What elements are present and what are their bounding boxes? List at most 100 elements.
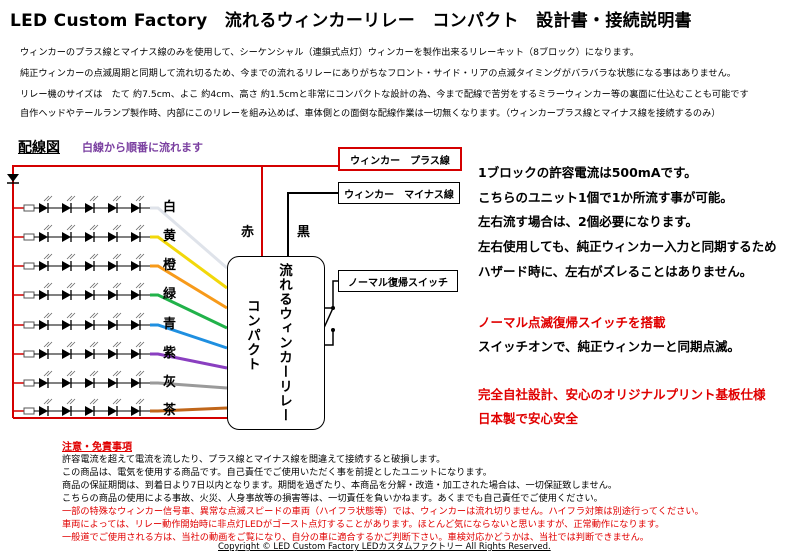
- switch-contact: [331, 306, 335, 310]
- spec-line: こちらのユニット1個で1か所流す事が可能。: [478, 190, 733, 205]
- wire-color-label: 灰: [163, 375, 177, 390]
- led-light-ray: [92, 282, 99, 289]
- led-light-ray: [66, 282, 73, 289]
- led-light-ray: [112, 312, 119, 319]
- led-icon: [62, 261, 71, 271]
- led-light-ray: [66, 224, 73, 231]
- warning-line: 一部の特殊なウィンカー信号車、異常な点滅スピードの車両（ハイフラ状態等）では、ウ…: [62, 506, 704, 517]
- led-icon: [39, 232, 48, 242]
- black-wire: [287, 192, 338, 256]
- led-icon: [108, 406, 117, 416]
- led-light-ray: [89, 370, 96, 377]
- colored-wire: [150, 293, 228, 330]
- led-light-ray: [89, 282, 96, 289]
- winker-minus-box: ウィンカー マイナス線: [338, 182, 460, 204]
- warning-line: 一般道でご使用される方は、当社の動画をご覧になり、自分の車に適合するかご判断下さ…: [62, 532, 649, 543]
- led-icon: [62, 378, 71, 388]
- led-light-ray: [43, 370, 50, 377]
- black-wire-label: 黒: [297, 225, 311, 240]
- resistor-icon: [23, 233, 35, 241]
- led-light-ray: [69, 224, 76, 231]
- note-line: この商品は、電気を使用する商品です。自己責任でご使用いただく事を前提としたユニッ…: [62, 467, 492, 478]
- led-icon: [108, 378, 117, 388]
- switch-contact: [331, 328, 335, 332]
- diode-symbol: [7, 174, 19, 182]
- led-light-ray: [69, 370, 76, 377]
- wire-color-label: 紫: [163, 346, 177, 361]
- led-light-ray: [135, 195, 142, 202]
- led-light-ray: [138, 370, 145, 377]
- led-light-ray: [46, 195, 53, 202]
- led-icon: [39, 290, 48, 300]
- led-icon: [85, 320, 94, 330]
- led-light-ray: [135, 341, 142, 348]
- led-icon: [39, 203, 48, 213]
- led-light-ray: [135, 312, 142, 319]
- led-light-ray: [112, 253, 119, 260]
- led-icon: [62, 203, 71, 213]
- led-light-ray: [112, 195, 119, 202]
- led-icon: [131, 290, 140, 300]
- intro-line: リレー機のサイズは たて 約7.5cm、よこ 約4cm、高さ 約1.5cmと非常…: [20, 89, 749, 100]
- led-icon: [85, 203, 94, 213]
- led-light-ray: [135, 398, 142, 405]
- resistor-icon: [23, 407, 35, 415]
- led-icon: [85, 290, 94, 300]
- led-light-ray: [115, 282, 122, 289]
- wire-color-label: 黄: [163, 229, 177, 244]
- wiring-diagram-title: 配線図: [18, 140, 60, 156]
- switch-wire-lower: [323, 330, 334, 346]
- led-light-ray: [66, 370, 73, 377]
- led-icon: [131, 349, 140, 359]
- led-icon: [131, 320, 140, 330]
- page-title: LED Custom Factory 流れるウィンカーリレー コンパクト 設計書…: [10, 11, 692, 31]
- colored-wire: [150, 235, 228, 290]
- led-light-ray: [115, 341, 122, 348]
- led-light-ray: [115, 398, 122, 405]
- led-icon: [131, 232, 140, 242]
- colored-wire: [150, 381, 228, 390]
- led-light-ray: [112, 341, 119, 348]
- spec-line: ハザード時に、左右がズレることはありません。: [478, 264, 753, 279]
- resistor-icon: [23, 291, 35, 299]
- led-light-ray: [112, 370, 119, 377]
- led-light-ray: [92, 341, 99, 348]
- led-light-ray: [138, 312, 145, 319]
- resistor-icon: [23, 350, 35, 358]
- led-light-ray: [43, 195, 50, 202]
- led-light-ray: [135, 370, 142, 377]
- led-icon: [62, 349, 71, 359]
- red-wire-label: 赤: [241, 225, 255, 240]
- led-icon: [39, 378, 48, 388]
- resistor-icon: [23, 379, 35, 387]
- led-light-ray: [69, 253, 76, 260]
- led-light-ray: [66, 195, 73, 202]
- notes-heading: 注意・免責事項: [62, 442, 132, 453]
- led-light-ray: [46, 398, 53, 405]
- led-light-ray: [92, 312, 99, 319]
- wire-color-label: 青: [163, 317, 177, 332]
- led-icon: [39, 406, 48, 416]
- led-light-ray: [89, 341, 96, 348]
- led-icon: [108, 232, 117, 242]
- led-icon: [39, 320, 48, 330]
- led-light-ray: [43, 224, 50, 231]
- switch-feature-title: ノーマル点滅復帰スイッチを搭載: [478, 315, 666, 330]
- spec-line: 左右使用しても、純正ウィンカー入力と同期するため: [478, 239, 777, 254]
- led-light-ray: [112, 282, 119, 289]
- wire-color-label: 橙: [163, 258, 177, 273]
- led-light-ray: [138, 341, 145, 348]
- led-light-ray: [46, 224, 53, 231]
- winker-plus-box: ウィンカー プラス線: [338, 147, 462, 171]
- led-light-ray: [138, 282, 145, 289]
- intro-line: ウィンカーのプラス線とマイナス線のみを使用して、シーケンシャル（連鎖式点灯）ウィ…: [20, 47, 640, 58]
- colored-wire: [150, 406, 228, 413]
- colored-wire: [150, 323, 228, 350]
- led-light-ray: [89, 224, 96, 231]
- led-light-ray: [46, 341, 53, 348]
- led-light-ray: [115, 253, 122, 260]
- led-light-ray: [69, 282, 76, 289]
- led-icon: [85, 261, 94, 271]
- note-line: 商品の保証期間は、到着日より7日以内となります。期間を過ぎたり、本商品を分解・改…: [62, 480, 618, 491]
- led-icon: [131, 406, 140, 416]
